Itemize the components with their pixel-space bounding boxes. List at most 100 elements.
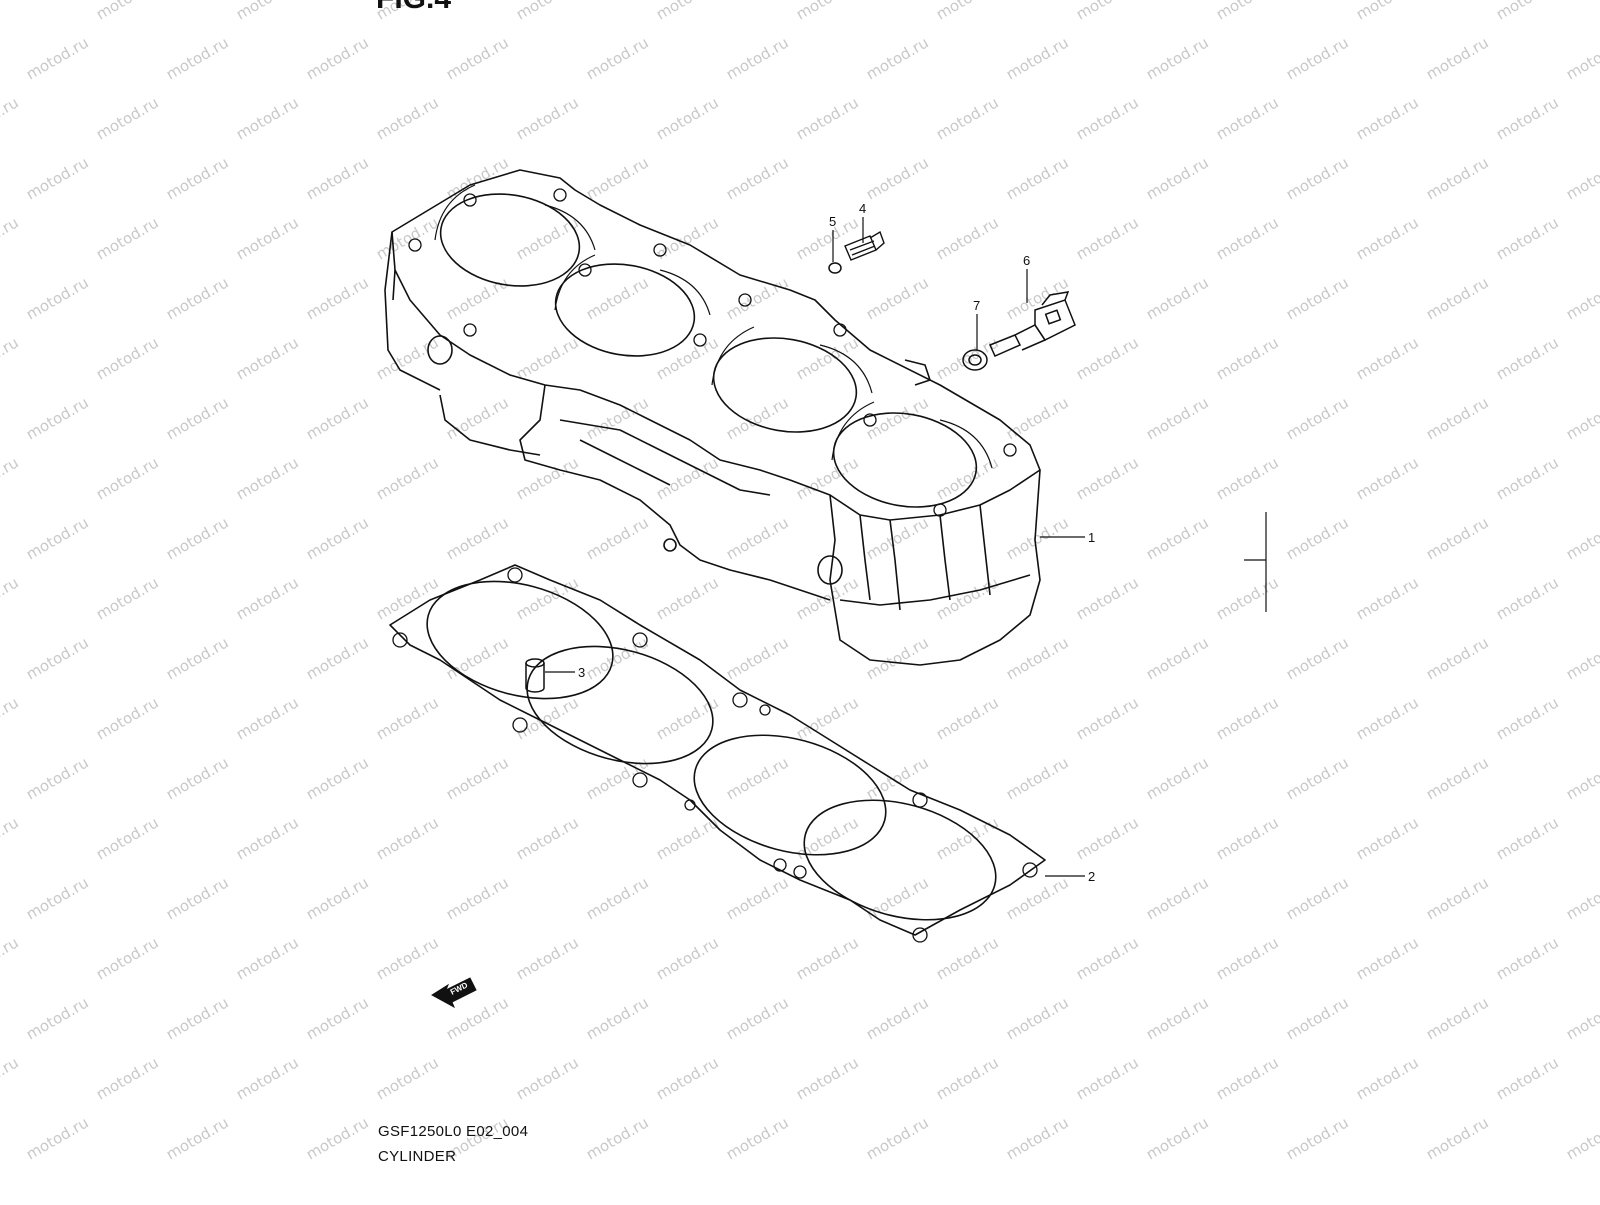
watermark-text: motod.ru	[93, 333, 162, 383]
watermark-text: motod.ru	[723, 33, 792, 83]
watermark-text: motod.ru	[0, 933, 22, 983]
watermark-text: motod.ru	[1493, 333, 1562, 383]
watermark-text: motod.ru	[93, 693, 162, 743]
watermark-text: motod.ru	[723, 153, 792, 203]
watermark-text: motod.ru	[233, 933, 302, 983]
watermark-text: motod.ru	[1563, 153, 1600, 203]
watermark-text: motod.ru	[1353, 93, 1422, 143]
watermark-text: motod.ru	[793, 93, 862, 143]
watermark-text: motod.ru	[1073, 453, 1142, 503]
watermark-text: motod.ru	[1283, 993, 1352, 1043]
watermark-text: motod.ru	[1073, 1053, 1142, 1103]
watermark-text: motod.ru	[1493, 1053, 1562, 1103]
watermark-text: motod.ru	[933, 933, 1002, 983]
watermark-text: motod.ru	[1003, 753, 1072, 803]
watermark-text: motod.ru	[373, 453, 442, 503]
watermark-text: motod.ru	[373, 693, 442, 743]
o-ring-small	[828, 262, 842, 274]
watermark-text: motod.ru	[443, 873, 512, 923]
watermark-text: motod.ru	[303, 633, 372, 683]
watermark-text: motod.ru	[653, 0, 722, 23]
watermark-text: motod.ru	[23, 273, 92, 323]
watermark-text: motod.ru	[583, 1113, 652, 1163]
watermark-text: motod.ru	[1353, 213, 1422, 263]
watermark-text: motod.ru	[1073, 213, 1142, 263]
watermark-text: motod.ru	[1283, 1113, 1352, 1163]
watermark-text: motod.ru	[443, 273, 512, 323]
watermark-text: motod.ru	[1003, 873, 1072, 923]
watermark-text: motod.ru	[653, 333, 722, 383]
temperature-sensor	[988, 291, 1076, 357]
watermark-text: motod.ru	[1143, 393, 1212, 443]
watermark-text: motod.ru	[1073, 813, 1142, 863]
watermark-text: motod.ru	[793, 813, 862, 863]
watermark-text: motod.ru	[1003, 993, 1072, 1043]
watermark-text: motod.ru	[233, 93, 302, 143]
watermark-text: motod.ru	[303, 33, 372, 83]
watermark-text: motod.ru	[793, 1053, 862, 1103]
watermark-text: motod.ru	[1073, 93, 1142, 143]
watermark-text: motod.ru	[303, 873, 372, 923]
watermark-text: motod.ru	[933, 813, 1002, 863]
watermark-text: motod.ru	[1003, 153, 1072, 203]
watermark-text: motod.ru	[1563, 393, 1600, 443]
watermark-text: motod.ru	[163, 393, 232, 443]
watermark-text: motod.ru	[1283, 393, 1352, 443]
watermark-text: motod.ru	[303, 993, 372, 1043]
watermark-text: motod.ru	[863, 633, 932, 683]
watermark-text: motod.ru	[1143, 33, 1212, 83]
figure-name: CYLINDER	[378, 1148, 457, 1165]
watermark-text: motod.ru	[933, 93, 1002, 143]
watermark-text: motod.ru	[513, 333, 582, 383]
watermark-text: motod.ru	[233, 453, 302, 503]
watermark-text: motod.ru	[1073, 573, 1142, 623]
callout-1: 1	[1088, 530, 1095, 545]
watermark-text: motod.ru	[653, 93, 722, 143]
callout-7: 7	[973, 298, 980, 313]
watermark-text: motod.ru	[513, 573, 582, 623]
watermark-text: motod.ru	[583, 153, 652, 203]
watermark-text: motod.ru	[513, 93, 582, 143]
watermark-text: motod.ru	[0, 213, 22, 263]
watermark-text: motod.ru	[1073, 933, 1142, 983]
watermark-text: motod.ru	[653, 453, 722, 503]
watermark-text: motod.ru	[793, 693, 862, 743]
watermark-text: motod.ru	[443, 753, 512, 803]
callout-3: 3	[578, 665, 585, 680]
watermark-text: motod.ru	[723, 753, 792, 803]
watermark-text: motod.ru	[163, 513, 232, 563]
watermark-text: motod.ru	[1563, 33, 1600, 83]
watermark-text: motod.ru	[1213, 453, 1282, 503]
watermark-text: motod.ru	[1563, 273, 1600, 323]
watermark-text: motod.ru	[1563, 1113, 1600, 1163]
watermark-text: motod.ru	[0, 1053, 22, 1103]
watermark-text: motod.ru	[1353, 333, 1422, 383]
watermark-text: motod.ru	[1423, 993, 1492, 1043]
watermark-text: motod.ru	[933, 1053, 1002, 1103]
watermark-text: motod.ru	[1423, 1113, 1492, 1163]
watermark-text: motod.ru	[723, 513, 792, 563]
watermark-text: motod.ru	[653, 693, 722, 743]
stud-bolt	[844, 230, 885, 261]
watermark-text: motod.ru	[303, 753, 372, 803]
watermark-text: motod.ru	[0, 453, 22, 503]
watermark-text: motod.ru	[233, 333, 302, 383]
watermark-text: motod.ru	[1563, 873, 1600, 923]
watermark-text: motod.ru	[513, 453, 582, 503]
watermark-text: motod.ru	[373, 813, 442, 863]
watermark-text: motod.ru	[163, 633, 232, 683]
watermark-text: motod.ru	[1283, 633, 1352, 683]
watermark-text: motod.ru	[653, 573, 722, 623]
watermark-text: motod.ru	[373, 573, 442, 623]
watermark-text: motod.ru	[1423, 33, 1492, 83]
watermark-text: motod.ru	[1143, 513, 1212, 563]
watermark-text: motod.ru	[513, 0, 582, 23]
watermark-text: motod.ru	[443, 33, 512, 83]
watermark-text: motod.ru	[1423, 633, 1492, 683]
watermark-text: motod.ru	[23, 633, 92, 683]
watermark-text: motod.ru	[1213, 93, 1282, 143]
watermark-text: motod.ru	[0, 813, 22, 863]
watermark-text: motod.ru	[653, 933, 722, 983]
